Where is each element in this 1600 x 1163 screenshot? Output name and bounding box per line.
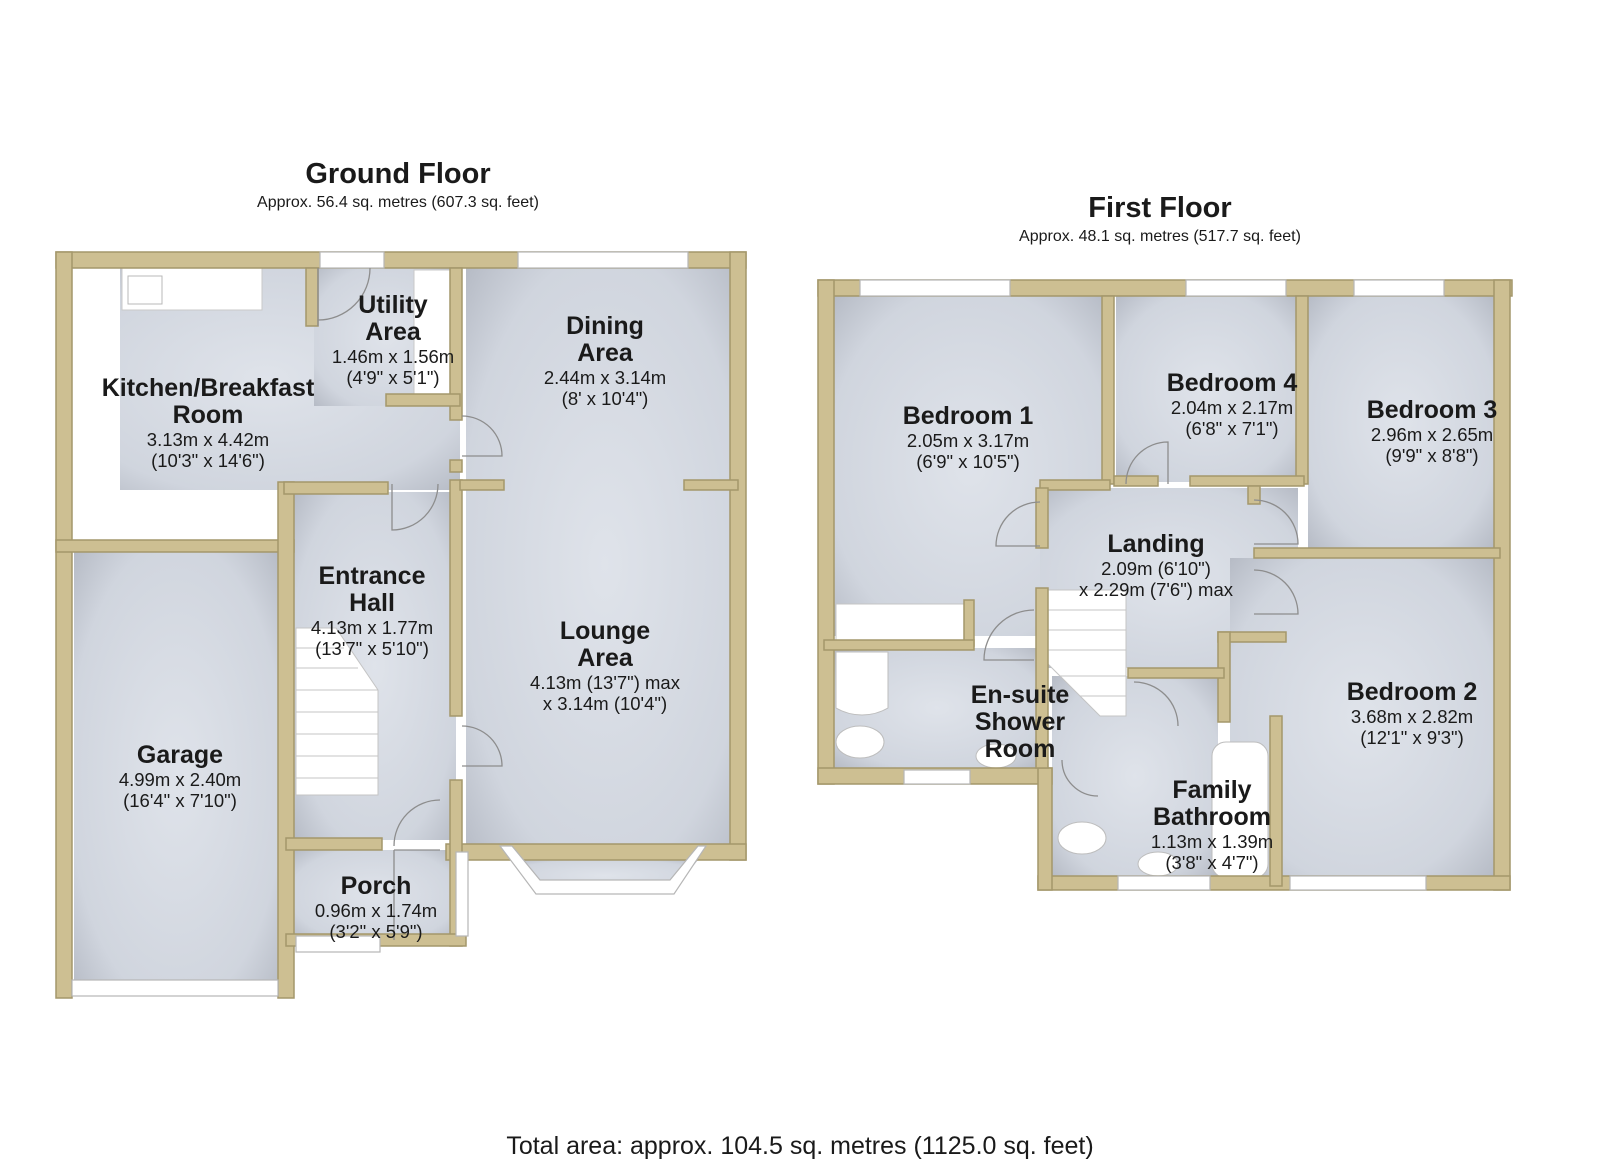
room-name: Bedroom 3 <box>1366 396 1498 424</box>
room-label-bedroom4: Bedroom 4 2.04m x 2.17m (6'8" x 7'1") <box>1166 369 1298 440</box>
room-name: Family Bathroom <box>1152 776 1272 831</box>
bedroom4-floor <box>1116 296 1298 482</box>
room-dimensions: 2.44m x 3.14m (8' x 10'4") <box>543 367 667 409</box>
room-label-bedroom2: Bedroom 2 3.68m x 2.82m (12'1" x 9'3") <box>1346 678 1478 749</box>
room-dimensions: 1.46m x 1.56m (4'9" x 5'1") <box>331 346 455 388</box>
staircase <box>295 627 379 796</box>
room-name: Bedroom 2 <box>1346 678 1478 706</box>
room-name: Dining Area <box>566 312 644 367</box>
ensuite-toilet <box>835 725 885 759</box>
room-dimensions: 1.13m x 1.39m (3'8" x 4'7") <box>1150 831 1274 873</box>
ground-floor-plan <box>55 251 747 999</box>
first-doors <box>983 441 1299 797</box>
room-dimensions: 2.96m x 2.65m (9'9" x 8'8") <box>1370 424 1494 466</box>
room-name: Landing <box>1107 530 1205 558</box>
ground-floor-title: Ground Floor <box>305 158 491 190</box>
room-name: Utility Area <box>358 291 428 346</box>
room-name: Garage <box>136 741 224 769</box>
room-label-bathroom: Family Bathroom 1.13m x 1.39m (3'8" x 4'… <box>1150 776 1274 874</box>
room-label-bedroom3: Bedroom 3 2.96m x 2.65m (9'9" x 8'8") <box>1366 396 1498 467</box>
room-dimensions: 4.13m x 1.77m (13'7" x 5'10") <box>310 617 434 659</box>
room-dimensions: 4.99m x 2.40m (16'4" x 7'10") <box>118 769 242 811</box>
room-label-entrance: Entrance Hall 4.13m x 1.77m (13'7" x 5'1… <box>310 562 434 660</box>
dining-lounge-floor <box>466 268 744 860</box>
room-dimensions: 2.09m (6'10") x 2.29m (7'6") max <box>1078 558 1234 600</box>
room-name: En-suite Shower Room <box>970 681 1070 763</box>
room-label-utility: Utility Area 1.46m x 1.56m (4'9" x 5'1") <box>331 291 455 389</box>
room-label-kitchen: Kitchen/Breakfast Room 3.13m x 4.42m (10… <box>101 374 315 472</box>
room-name: Lounge Area <box>559 617 651 672</box>
room-label-garage: Garage 4.99m x 2.40m (16'4" x 7'10") <box>118 741 242 812</box>
room-dimensions: 3.13m x 4.42m (10'3" x 14'6") <box>146 429 270 471</box>
bathroom-toilet <box>1057 821 1107 855</box>
first-floor-area: Approx. 48.1 sq. metres (517.7 sq. feet) <box>1019 228 1301 245</box>
room-label-lounge: Lounge Area 4.13m (13'7") max x 3.14m (1… <box>530 617 680 715</box>
room-dimensions: 3.68m x 2.82m (12'1" x 9'3") <box>1350 706 1474 748</box>
ground-floor-area: Approx. 56.4 sq. metres (607.3 sq. feet) <box>257 194 539 211</box>
room-name: Bedroom 4 <box>1166 369 1298 397</box>
room-dimensions: 0.96m x 1.74m (3'2" x 5'9") <box>314 900 438 942</box>
first-floor-plan <box>817 279 1513 891</box>
room-label-landing: Landing 2.09m (6'10") x 2.29m (7'6") max <box>1078 530 1234 601</box>
room-dimensions: 2.05m x 3.17m (6'9" x 10'5") <box>906 430 1030 472</box>
porch-floor <box>294 850 454 940</box>
room-dimensions: 2.04m x 2.17m (6'8" x 7'1") <box>1170 397 1294 439</box>
kitchen-sink <box>127 275 163 305</box>
room-label-ensuite: En-suite Shower Room <box>971 682 1070 763</box>
ground-windows <box>71 251 708 997</box>
total-area: Total area: approx. 104.5 sq. metres (11… <box>506 1132 1094 1160</box>
bedroom3-floor <box>1308 296 1494 548</box>
room-label-porch: Porch 0.96m x 1.74m (3'2" x 5'9") <box>314 872 438 943</box>
first-floor-title: First Floor <box>1088 192 1232 224</box>
room-name: Bedroom 1 <box>902 402 1034 430</box>
room-name: Porch <box>340 872 412 900</box>
room-dimensions: 4.13m (13'7") max x 3.14m (10'4") <box>530 672 680 714</box>
ground-doors <box>317 267 503 940</box>
shower-tray <box>835 651 889 716</box>
first-windows <box>859 279 1445 891</box>
room-name: Entrance Hall <box>318 562 426 617</box>
room-name: Kitchen/Breakfast Room <box>101 374 315 429</box>
garage-floor <box>74 552 280 996</box>
room-label-dining: Dining Area 2.44m x 3.14m (8' x 10'4") <box>543 312 667 410</box>
wardrobe <box>835 603 967 641</box>
room-label-bedroom1: Bedroom 1 2.05m x 3.17m (6'9" x 10'5") <box>902 402 1034 473</box>
